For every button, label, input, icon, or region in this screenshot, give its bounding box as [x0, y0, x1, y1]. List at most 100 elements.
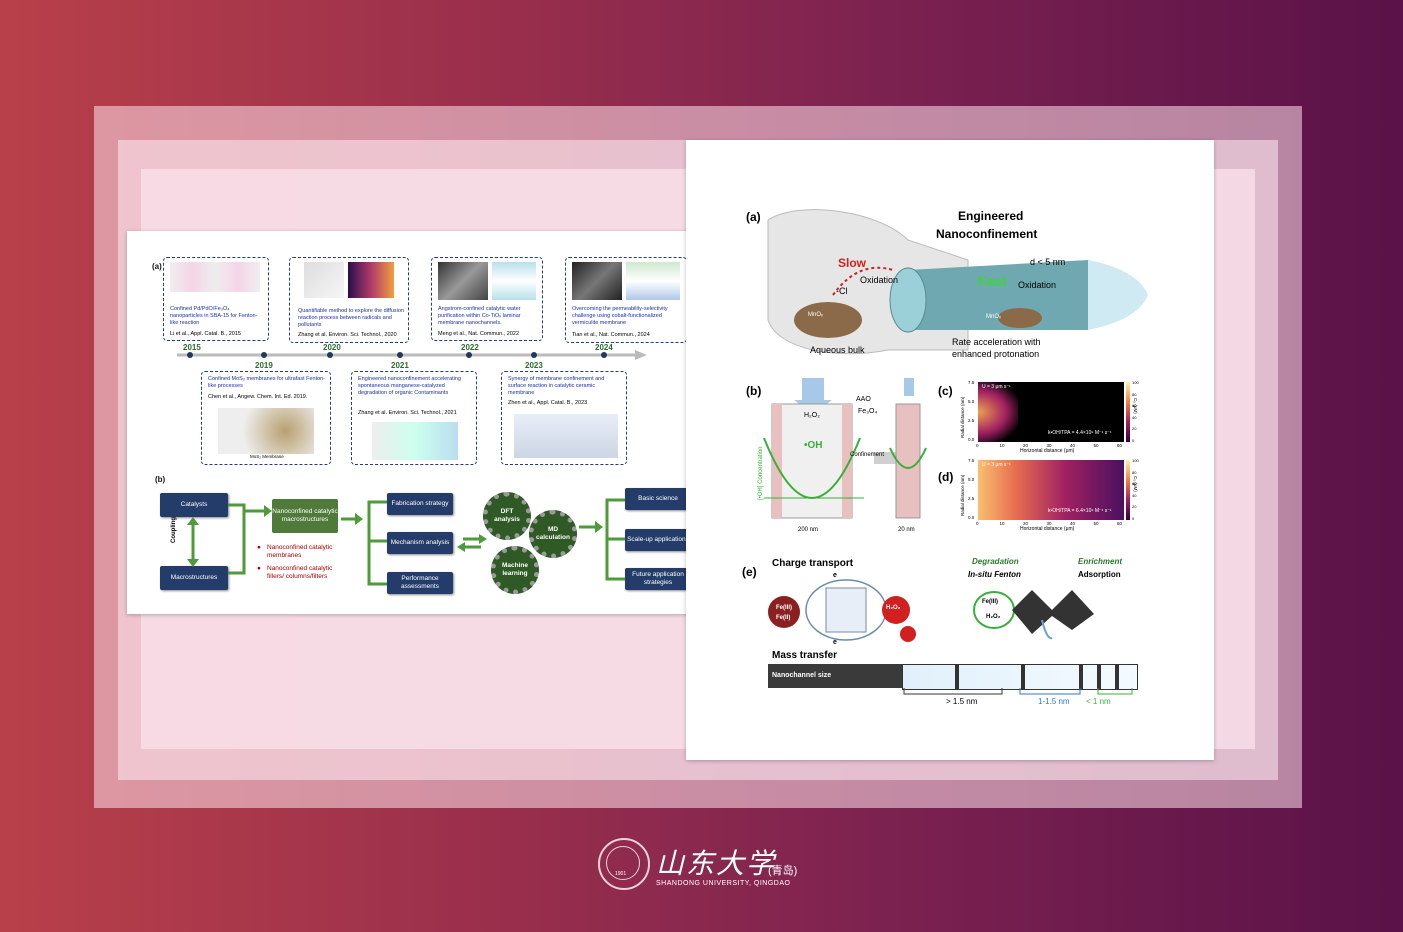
timeline-figure: (a) Confined Pd/PdO/Fe₃O₄ nanoparticles …: [127, 231, 715, 614]
timeline-box-2021: Engineered nanoconfinement accelerating …: [351, 371, 477, 465]
panel-label-b: (b): [155, 475, 166, 484]
x-tick: 40: [1070, 521, 1076, 526]
year-2022: 2022: [461, 343, 479, 352]
mechanism-box: Mechanism analysis: [387, 532, 453, 554]
charge-transport-label: Charge transport: [772, 558, 854, 569]
pore-diagram: [763, 378, 927, 519]
ylabel-d: Radial distance (nm): [960, 474, 965, 516]
size-lt-1: < 1 nm: [1086, 697, 1111, 706]
heatmap-c: U = 3 μm s⁻¹ k•OH/TPA = 4.4×10⁹ M⁻¹ s⁻¹: [978, 382, 1124, 442]
oh-concentration-label: [•OH] Concentration: [758, 446, 764, 500]
oh-label: •OH: [804, 440, 823, 451]
timeline-dot: [327, 352, 333, 358]
title-line1: Engineered: [958, 209, 1024, 223]
aqueous-bulk-label: Aqueous bulk: [810, 345, 865, 355]
timeline-box-2022: Angstrom-confined catalytic water purifi…: [431, 257, 543, 341]
future-box: Future application strategies: [625, 568, 691, 590]
slow-label: Slow: [838, 256, 867, 270]
sem-image: [438, 262, 488, 300]
logo-chinese: 山东大学: [656, 847, 777, 880]
bracket-arrow-1: [228, 503, 272, 575]
rate-constant: k•OH/TPA = 4.4×10⁹ M⁻¹ s⁻¹: [1048, 430, 1112, 436]
enrichment-label: Enrichment: [1078, 557, 1123, 566]
channel-strip: [902, 664, 1138, 690]
bracket-2: [367, 500, 389, 586]
x-tick: 10: [999, 443, 1005, 448]
adsorption-label: Adsorption: [1078, 570, 1121, 579]
nanochannel-size-bar: Nanochannel size: [768, 664, 902, 688]
panel-label-a: (a): [152, 262, 162, 271]
double-arrow: [457, 534, 487, 552]
year-2021: 2021: [391, 361, 409, 370]
h2o2-label-b: H₂O₂: [804, 412, 820, 419]
y-tick: 2.5: [968, 418, 975, 423]
channel-wall: [955, 665, 959, 689]
arrow-right: [579, 521, 603, 533]
minus-cl-label: -Cl: [836, 286, 848, 296]
box-cite: Zhang et al. Environ. Sci. Technol., 202…: [358, 410, 457, 416]
x-tick: 60: [1117, 521, 1123, 526]
nanoconfined-macrostructures-box: Nanoconfined catalytic macrostructures: [272, 499, 338, 533]
box-title: Overcoming the permeability-selectivity …: [572, 306, 668, 326]
y-tick: 5.0: [968, 477, 975, 482]
box-cite: Chen et al., Angew. Chem. Int. Ed. 2019.: [208, 394, 308, 400]
year-2020: 2020: [323, 343, 341, 352]
fe3o4-label: Fe₃O₄: [858, 408, 878, 415]
catalysts-box: Catalysts: [160, 493, 228, 517]
ylabel-c: Radial distance (nm): [960, 396, 965, 438]
membrane-fold-scheme: [973, 590, 1094, 640]
seal-inner-ring: [606, 846, 640, 880]
year-2015: 2015: [183, 343, 201, 352]
box-cite: Zhen et al., Appl. Catal. B., 2023: [508, 400, 588, 406]
mnox-label-2: MnOₓ: [986, 314, 1001, 320]
md-gear: MD calculation: [529, 510, 577, 558]
y-tick: 7.5: [968, 458, 975, 463]
degradation-label: Degradation: [972, 557, 1019, 566]
channel-wall: [1097, 665, 1101, 689]
x-tick: 20: [1023, 521, 1029, 526]
label-b: (b): [746, 384, 762, 398]
label-e: (e): [742, 565, 757, 579]
x-tick: 0: [976, 443, 979, 448]
x-tick: 10: [999, 521, 1005, 526]
timeline-arrow: [177, 350, 647, 360]
bullet-dot: ●: [257, 565, 261, 572]
size-brackets: [903, 688, 1133, 695]
oxidation-label-1: Oxidation: [860, 275, 899, 285]
heatmap-d: U = 3 μm s⁻¹ k•OH/TPA = 6.4×10⁹ M⁻¹ s⁻¹: [978, 460, 1124, 520]
fabrication-box: Fabrication strategy: [387, 493, 453, 515]
colorbar-c: [1126, 382, 1130, 442]
mechanism-figure: (a) Engineered Nanoconfinement Slow Oxid…: [686, 140, 1214, 760]
oxidation-label-2: Oxidation: [1018, 280, 1057, 290]
timeline-box-2019: Confined MoS₂ membranes for ultrafast Fe…: [201, 371, 331, 465]
heatmap-glow: [978, 382, 1018, 442]
box-cite: Li et al., Appl. Catal. B., 2015: [170, 331, 241, 337]
fe3-label-2: Fe(III): [982, 599, 998, 605]
h2o2-label-e: H₂O₂: [886, 605, 901, 611]
box-title: Engineered nanoconfinement accelerating …: [358, 376, 462, 396]
timeline-box-2015: Confined Pd/PdO/Fe₃O₄ nanoparticles in S…: [163, 257, 269, 341]
label-d: (d): [938, 470, 954, 484]
colorbar-tick: 100: [1132, 458, 1139, 463]
label-a: (a): [746, 210, 761, 224]
fe2-label: Fe(II): [776, 615, 791, 621]
timeline-dot: [531, 352, 537, 358]
charge-transport-scheme: [768, 579, 916, 642]
channel-wall: [1115, 665, 1119, 689]
y-tick: 2.5: [968, 496, 975, 501]
mass-transfer-label: Mass transfer: [772, 650, 838, 661]
setup-image: [304, 262, 344, 298]
logo-chinese-qingdao: (青岛): [768, 865, 798, 877]
scaleup-box: Scale-up applications: [625, 529, 691, 551]
bullet-fillers: Nanoconfined catalytic fillers/ columns/…: [267, 565, 333, 580]
box-title: Quantifiable method to explore the diffu…: [298, 308, 404, 328]
colorbar-tick: 80: [1132, 469, 1137, 475]
vermiculite-image: [572, 262, 622, 300]
university-seal: 1901: [598, 838, 650, 890]
h2o2-label-2: H₂O₂: [986, 614, 1001, 620]
timeline-dot: [397, 352, 403, 358]
rate-constant: k•OH/TPA = 6.4×10⁹ M⁻¹ s⁻¹: [1048, 508, 1112, 514]
year-2024: 2024: [595, 343, 613, 352]
fast-label: Fast: [978, 273, 1007, 289]
laminar-image: [492, 262, 536, 300]
